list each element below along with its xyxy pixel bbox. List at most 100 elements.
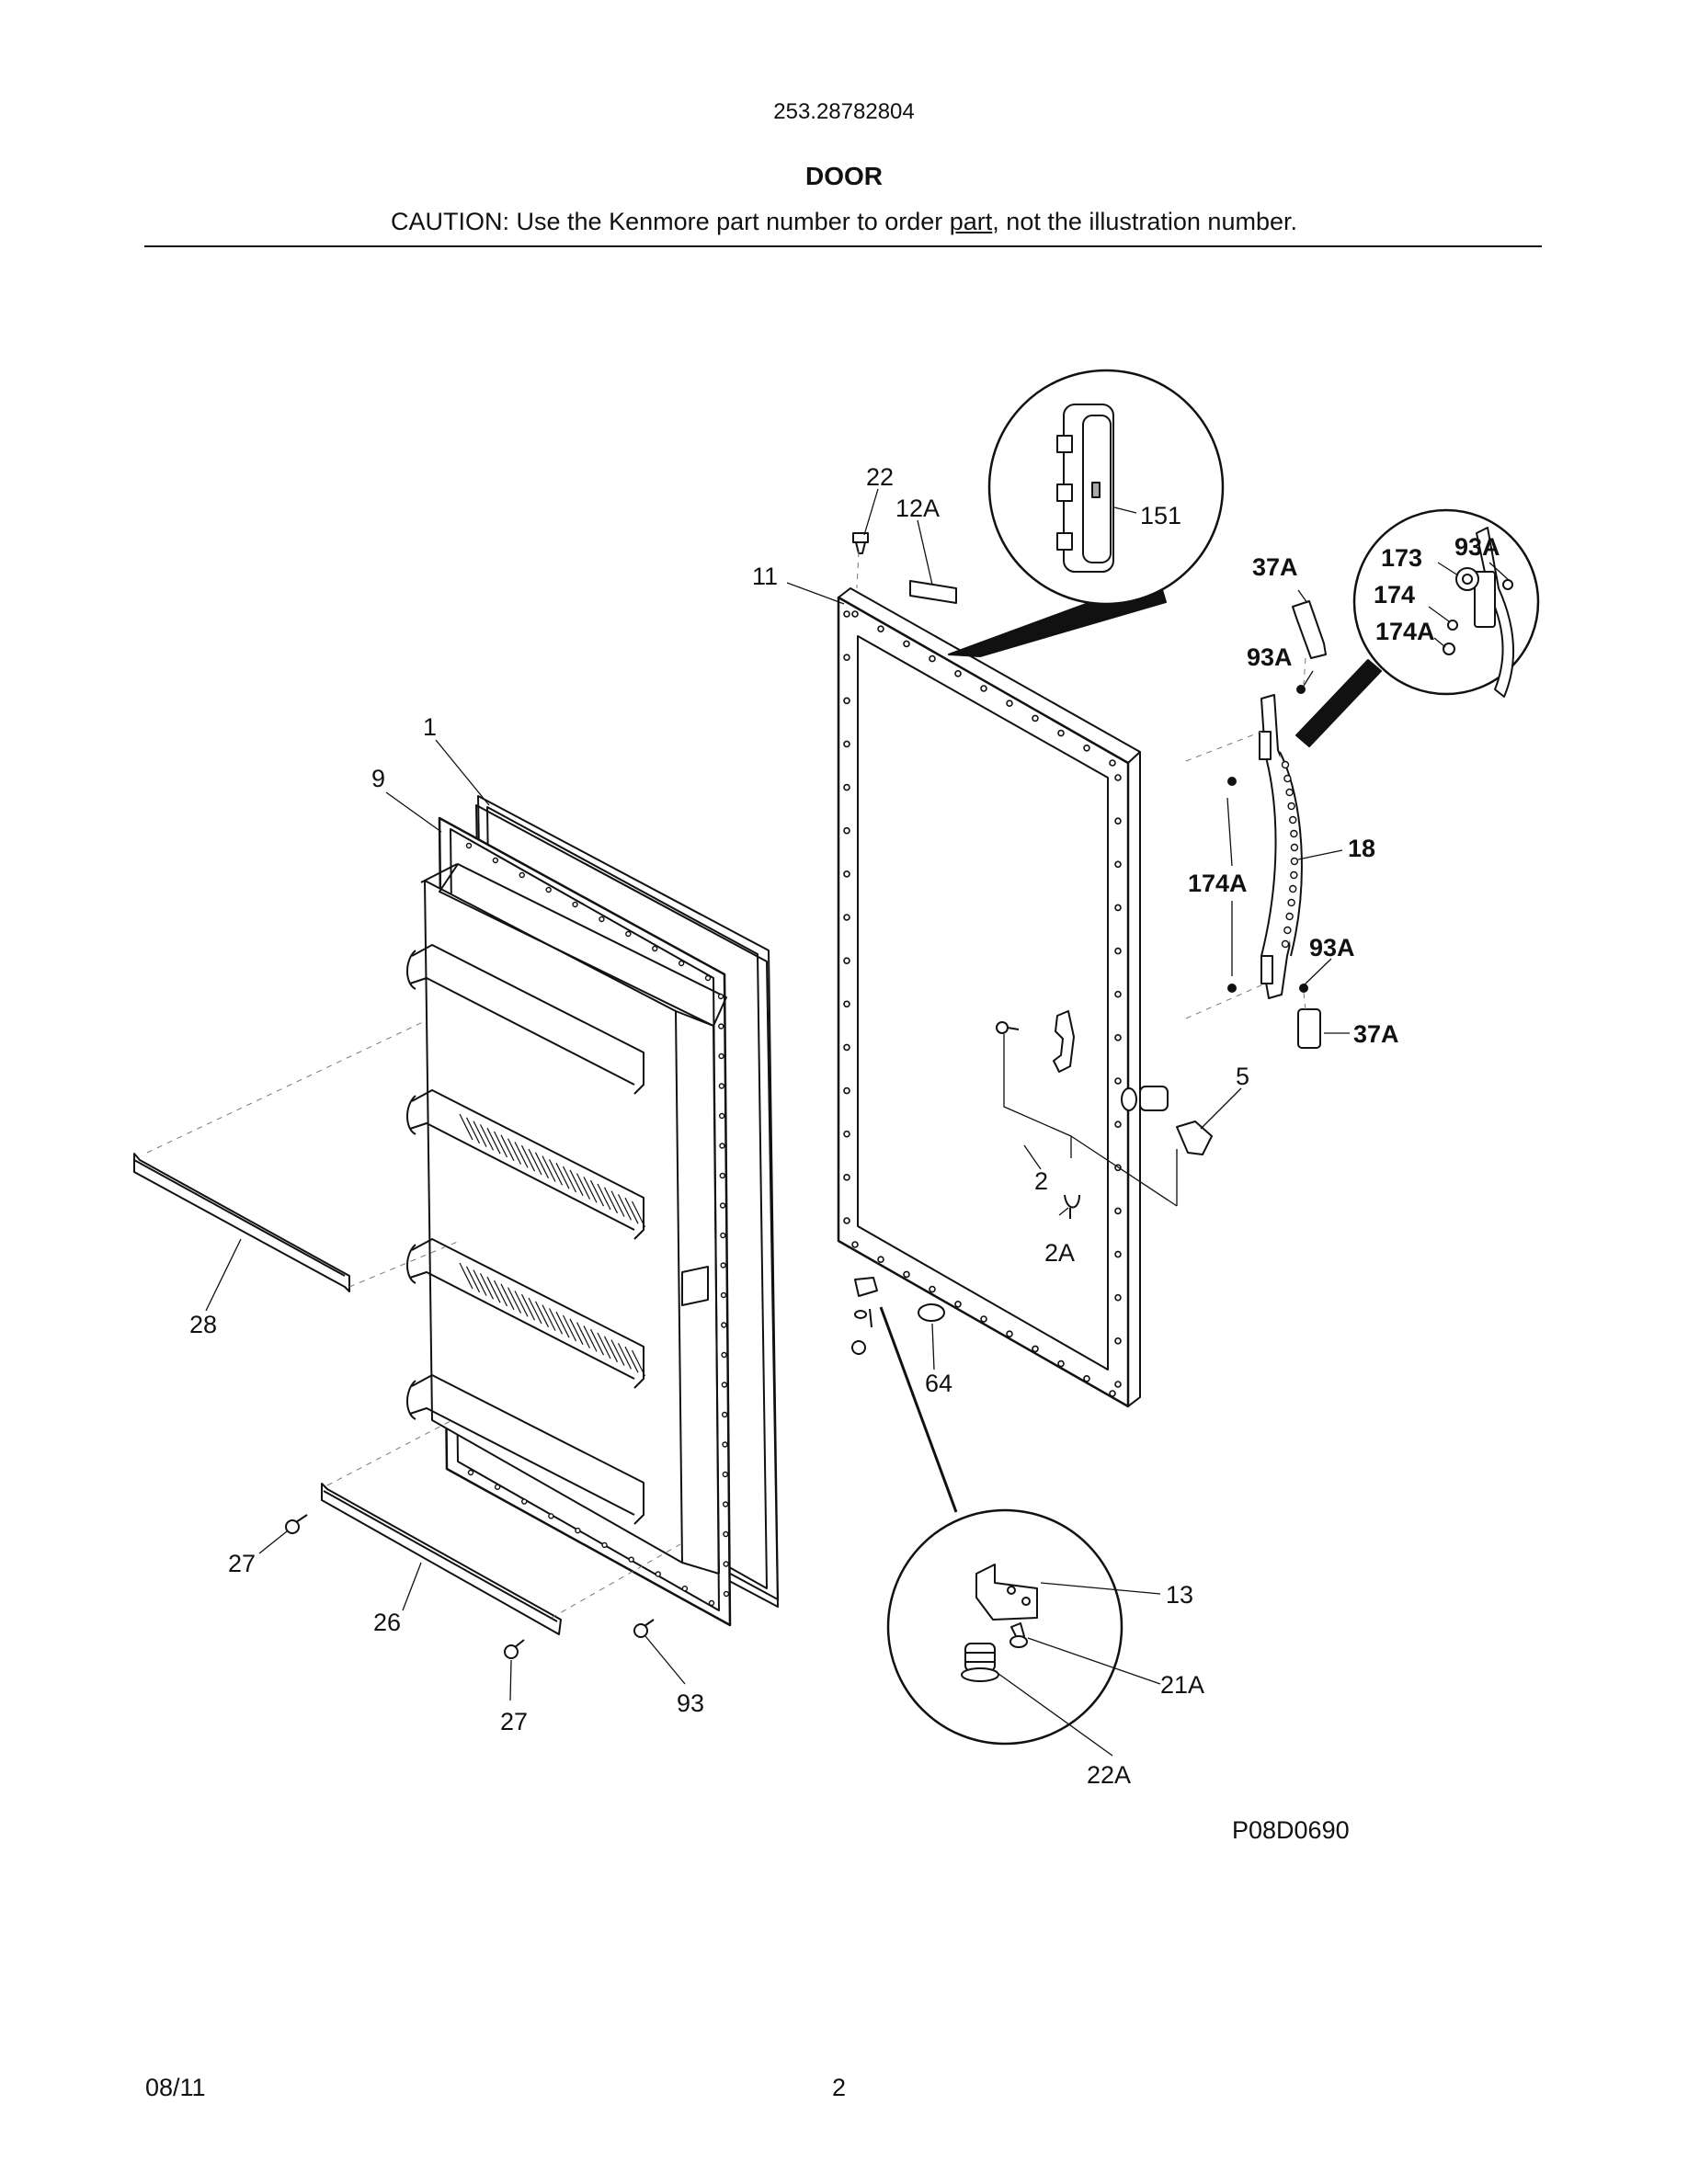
caution-note: CAUTION: Use the Kenmore part number to …: [0, 208, 1688, 236]
liner-hole: [655, 1571, 661, 1577]
hinge-small-screw: [869, 1308, 873, 1328]
grip-dot: [1285, 912, 1294, 921]
handle-bracket-detail: [1443, 527, 1515, 698]
breaker-strip-28: [133, 1153, 350, 1292]
door-hole: [1114, 774, 1122, 781]
caution-underlined-word: part: [949, 208, 993, 235]
door-hole: [1114, 1077, 1122, 1085]
alignment-lines: [146, 551, 1306, 1619]
door-hole: [877, 625, 884, 633]
door-hole: [843, 1217, 850, 1224]
callout-174A: 174A: [1188, 870, 1248, 897]
footer-date: 08/11: [145, 2074, 206, 2101]
liner-hole: [720, 1291, 727, 1299]
callout-174A-inset: 174A: [1375, 618, 1435, 645]
callout-28: 28: [189, 1311, 217, 1338]
liner-hole: [521, 1498, 528, 1505]
hole-plug-64: [918, 1303, 945, 1322]
callout-174: 174: [1374, 581, 1415, 609]
door-hole: [1114, 947, 1122, 955]
door-hole: [843, 914, 850, 921]
door-shelf: [406, 944, 644, 1095]
breaker-strip-26: [321, 1483, 562, 1635]
callout-5: 5: [1236, 1063, 1249, 1090]
page-title: DOOR: [805, 162, 883, 190]
liner-hole: [719, 1112, 725, 1120]
liner-hole: [720, 1262, 726, 1268]
door-hole: [903, 640, 910, 648]
liner-hole: [494, 1484, 501, 1490]
liner-hole: [723, 1530, 729, 1538]
callout-27-left: 27: [228, 1550, 256, 1577]
grip-dot: [1290, 843, 1299, 852]
clip-2A: [1064, 1194, 1080, 1219]
door-hole: [1006, 1330, 1013, 1337]
door-hole: [1114, 860, 1122, 869]
screw-27-bottom: [504, 1639, 525, 1659]
leader-lines: [205, 488, 1511, 1757]
liner-hole: [723, 1590, 730, 1598]
grip-dot: [1283, 774, 1292, 783]
hinge-bolt: [851, 1340, 866, 1355]
door-hole: [1114, 1381, 1122, 1388]
door-hole: [1109, 1390, 1116, 1397]
hinge-bracket-13: [975, 1564, 1038, 1621]
liner-hole: [720, 1232, 726, 1239]
liner-hole: [465, 842, 473, 849]
liner-hole: [722, 1441, 728, 1448]
callout-93A-top: 93A: [1247, 643, 1293, 671]
door-shelf: [406, 1374, 644, 1525]
liner-hole: [721, 1382, 728, 1388]
door-hole: [1114, 904, 1122, 912]
outer-door-panel: [837, 587, 1141, 1408]
liner-hole: [708, 1599, 715, 1607]
door-hole: [1057, 1359, 1065, 1368]
header-rule: [144, 245, 1542, 247]
model-number: 253.28782804: [773, 99, 915, 124]
strike-2: [1053, 1010, 1075, 1073]
grip-dot: [1281, 939, 1290, 949]
liner-hole: [625, 930, 632, 938]
door-hole: [1114, 1337, 1122, 1345]
liner-hole: [719, 1143, 725, 1149]
liner-hole: [599, 916, 605, 923]
door-hole: [1114, 990, 1122, 998]
handle-screws: [1227, 685, 1308, 993]
door-hole: [954, 669, 962, 677]
grip-dot: [1287, 802, 1295, 811]
screw-22: [852, 532, 869, 554]
callout-18: 18: [1348, 835, 1375, 862]
callout-22: 22: [866, 463, 894, 491]
callout-93: 93: [677, 1689, 704, 1717]
liner-hole: [719, 1202, 726, 1209]
liner-hole: [652, 945, 658, 952]
callout-22A: 22A: [1087, 1761, 1131, 1789]
callout-37A-low: 37A: [1353, 1020, 1399, 1048]
handle-end-cap-37A-top: [1292, 600, 1327, 659]
door-hole: [929, 1285, 936, 1293]
door-hole: [843, 1043, 850, 1052]
door-hole: [1032, 1345, 1039, 1353]
door-hole: [1083, 1375, 1090, 1382]
inset-pointer-handle: [1295, 659, 1382, 747]
callout-21A: 21A: [1160, 1671, 1204, 1699]
callout-27-bottom: 27: [500, 1708, 528, 1735]
inset-pointer-hinge: [879, 1306, 958, 1513]
liner-hole: [572, 901, 578, 908]
label-12A: [909, 580, 957, 604]
liner-hole: [722, 1471, 728, 1478]
grip-dot: [1290, 857, 1299, 866]
grip-dot: [1289, 815, 1297, 825]
hinge-bracket-small: [854, 1277, 878, 1297]
inner-door-liner: [406, 816, 732, 1627]
liner-hole: [681, 1586, 689, 1592]
door-hole: [843, 870, 850, 878]
door-hole: [877, 1256, 884, 1263]
callout-11: 11: [752, 563, 778, 590]
door-hole: [980, 685, 987, 692]
grip-dot: [1290, 829, 1298, 838]
callout-93A-inset: 93A: [1454, 533, 1500, 561]
grip-dot: [1281, 760, 1290, 769]
door-hole: [1114, 1034, 1122, 1041]
